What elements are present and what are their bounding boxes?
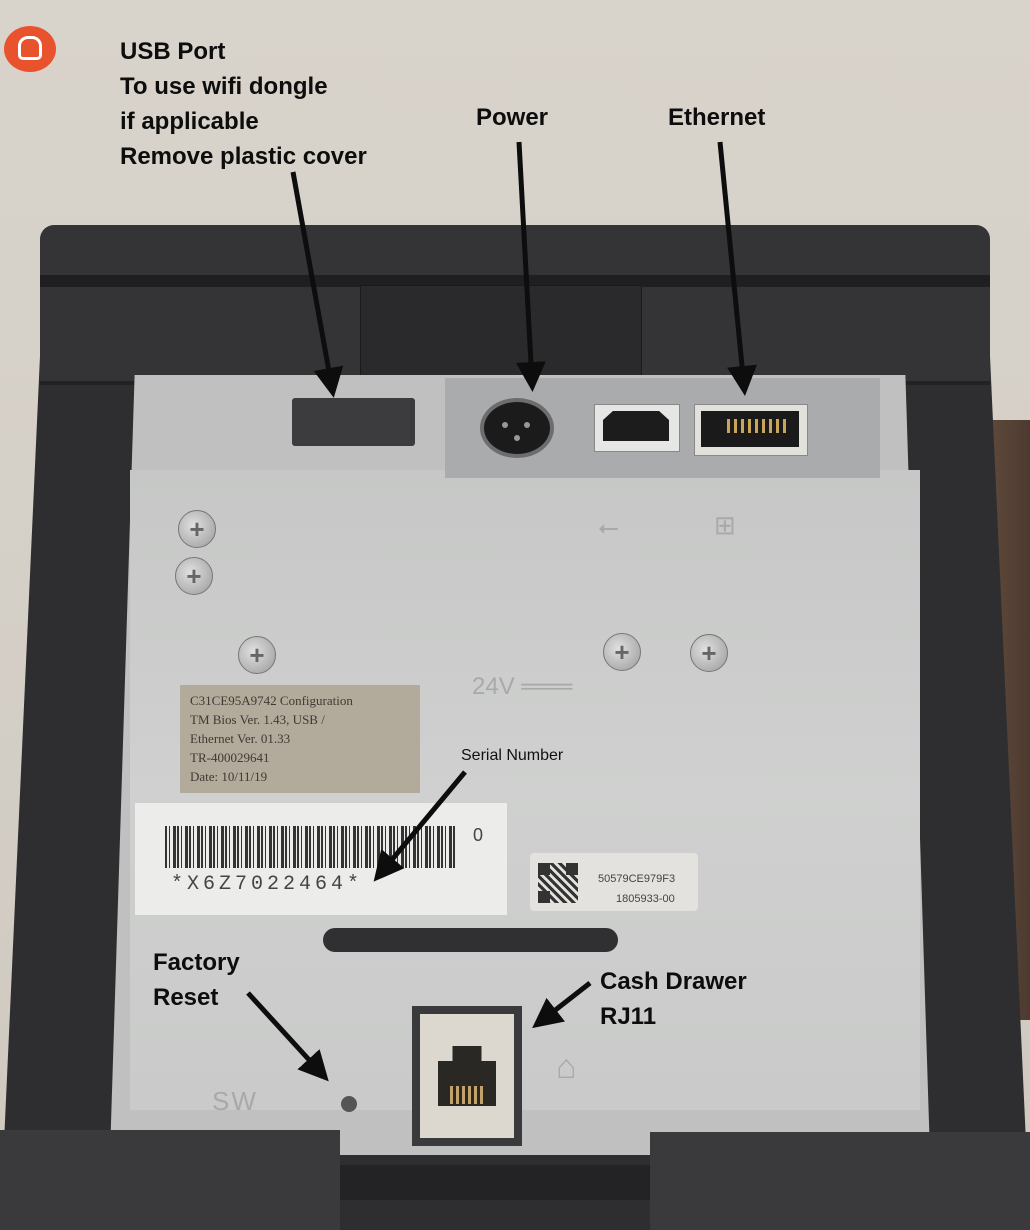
config-line: TR-400029641	[190, 750, 270, 765]
usb-symbol-icon: ⭠	[598, 512, 619, 542]
power-pin	[502, 422, 508, 428]
annotation-line: USB Port	[120, 38, 226, 65]
cash-drawer-arrow-icon	[532, 981, 592, 1029]
annotation-line: Reset	[153, 984, 219, 1011]
power-pin	[514, 435, 520, 441]
usb-port-annotation: USB Port To use wifi dongle if applicabl…	[120, 34, 367, 174]
power-arrow-icon	[515, 141, 546, 392]
usb-port-cover[interactable]	[292, 398, 415, 446]
annotation-line: Factory	[153, 949, 240, 976]
cash-drawer-annotation: Cash Drawer RJ11	[600, 964, 747, 1034]
toast-logo-icon	[4, 26, 56, 72]
ethernet-pins	[727, 419, 787, 433]
serial-number-text: *X6Z7022464*	[171, 873, 364, 896]
config-line: Date: 10/11/19	[190, 769, 268, 784]
serial-barcode-label: *X6Z7022464* 0	[135, 803, 507, 915]
voltage-marking: 24V ═══	[472, 673, 573, 700]
rj11-frame	[420, 1014, 514, 1138]
qr-code-icon	[538, 863, 578, 903]
toast-bread-icon	[18, 36, 42, 60]
usb-b-port[interactable]	[594, 404, 680, 452]
switch-marking: SW	[212, 1086, 258, 1116]
screw-icon	[178, 510, 216, 548]
annotation-line: Cash Drawer	[600, 968, 747, 995]
part-number-text: 1805933-00	[616, 893, 675, 905]
ethernet-port[interactable]	[694, 404, 808, 456]
serial-arrow-icon	[373, 770, 467, 882]
cash-drawer-symbol-icon: ⌂	[556, 1048, 577, 1086]
ethernet-annotation: Ethernet	[668, 104, 766, 131]
network-symbol-icon: ⊞	[714, 510, 736, 540]
printer-bottom-rail	[340, 1165, 660, 1200]
rj11-pins	[450, 1086, 484, 1104]
annotation-line: Remove plastic cover	[120, 143, 367, 170]
printer-shell-lip	[40, 275, 990, 287]
reset-arrow-icon	[246, 991, 329, 1082]
printer-foot-left	[0, 1130, 340, 1230]
annotation-line: RJ11	[600, 1003, 657, 1030]
printer-foot-right	[650, 1132, 1030, 1230]
power-port[interactable]	[480, 398, 554, 458]
ethernet-socket	[701, 411, 799, 447]
screw-icon	[603, 633, 641, 671]
screw-icon	[238, 636, 276, 674]
paper-slot	[323, 928, 618, 952]
screw-icon	[175, 557, 213, 595]
cash-drawer-port[interactable]	[412, 1006, 522, 1146]
power-annotation: Power	[476, 104, 549, 131]
barcode-suffix: 0	[473, 825, 484, 845]
annotation-line: if applicable	[120, 108, 259, 135]
mac-address-text: 50579CE979F3	[598, 873, 676, 885]
annotation-line: To use wifi dongle	[120, 73, 328, 100]
ethernet-arrow-icon	[717, 141, 757, 396]
usb-arrow-icon	[290, 171, 344, 398]
config-line: Ethernet Ver. 01.33	[190, 731, 291, 746]
barcode-icon	[165, 826, 455, 868]
configuration-label: C31CE95A9742 Configuration TM Bios Ver. …	[180, 685, 420, 793]
screw-icon	[690, 634, 728, 672]
qr-label: 50579CE979F3 1805933-00	[530, 853, 698, 911]
config-line: C31CE95A9742 Configuration	[190, 693, 353, 708]
power-pin	[524, 422, 530, 428]
config-line: TM Bios Ver. 1.43, USB /	[190, 712, 325, 727]
factory-reset-annotation: Factory Reset	[153, 945, 240, 1015]
serial-number-annotation: Serial Number	[461, 747, 564, 764]
usb-b-socket	[603, 411, 669, 441]
factory-reset-button[interactable]	[341, 1096, 357, 1112]
